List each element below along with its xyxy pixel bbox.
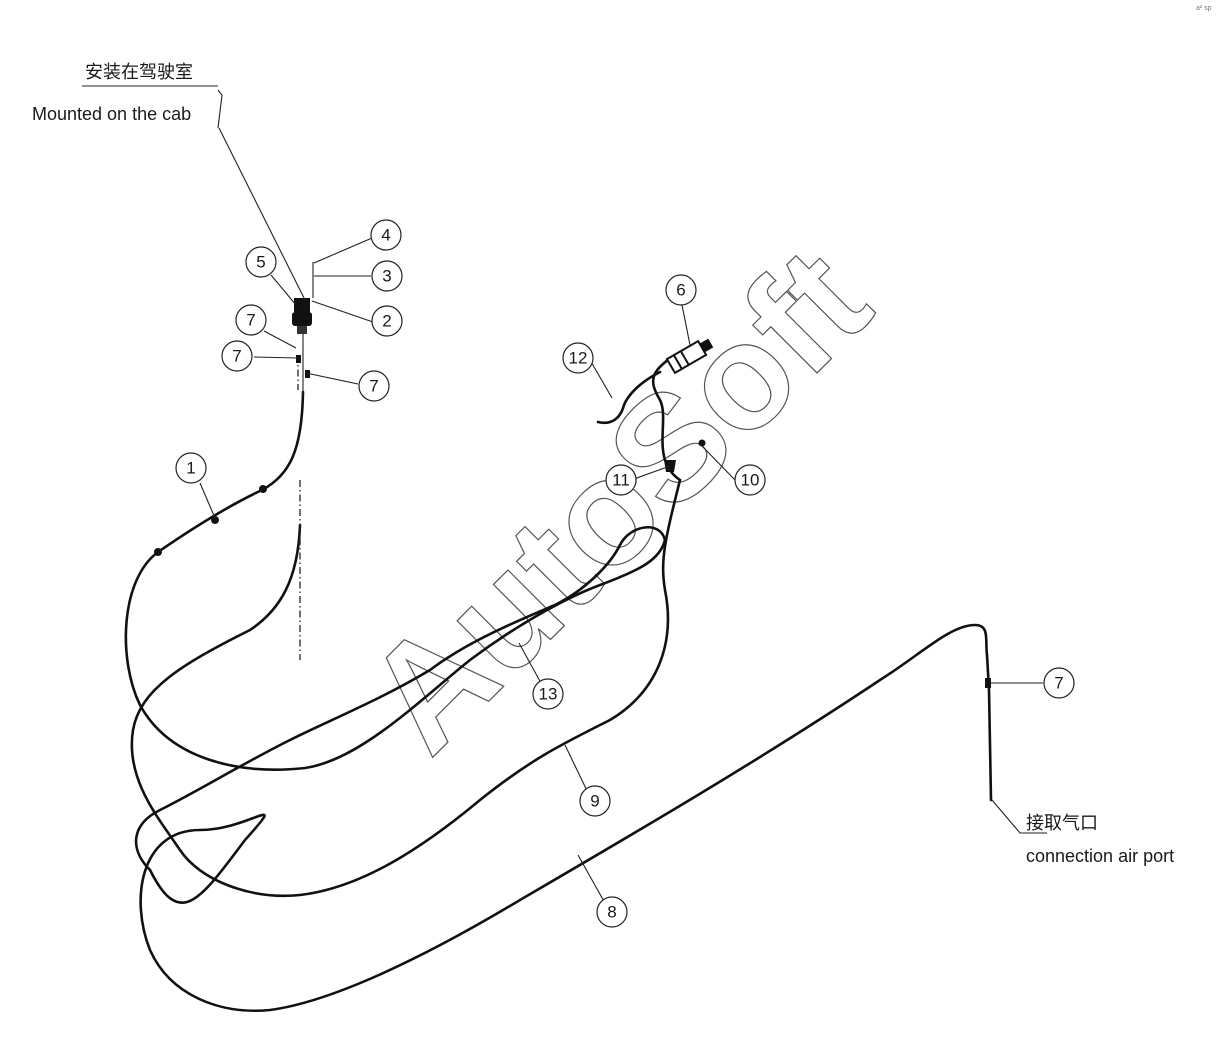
cab-label-en: Mounted on the cab — [32, 104, 191, 124]
svg-text:8: 8 — [607, 903, 616, 922]
balloon-4: 4 — [370, 219, 402, 251]
balloon-7c: 7 — [358, 370, 390, 402]
fitting-7d — [985, 678, 991, 688]
corner-mark: a² sp — [1196, 5, 1212, 12]
svg-text:4: 4 — [381, 226, 390, 245]
svg-text:12: 12 — [569, 349, 588, 368]
svg-text:13: 13 — [539, 685, 558, 704]
balloon-6: 6 — [665, 274, 697, 306]
centerline — [297, 355, 301, 660]
clip — [211, 516, 219, 524]
port-label-cn: 接取气口 — [1026, 813, 1098, 833]
cab-label-cn: 安装在驾驶室 — [85, 62, 193, 82]
pipe-12 — [596, 370, 662, 425]
cab-valve-assembly — [292, 262, 314, 395]
balloon-2: 2 — [371, 305, 403, 337]
svg-text:2: 2 — [382, 312, 391, 331]
svg-text:9: 9 — [590, 792, 599, 811]
balloon-3: 3 — [371, 260, 403, 292]
component-6-valve — [665, 338, 714, 375]
balloon-7d: 7 — [1043, 667, 1075, 699]
balloon-12: 12 — [562, 342, 594, 374]
hose-8 — [139, 623, 989, 1013]
balloon-9: 9 — [579, 785, 611, 817]
hose-11-6 — [651, 350, 682, 482]
balloon-13: 13 — [532, 678, 564, 710]
leader-lines — [199, 89, 1047, 913]
port-stub — [985, 653, 993, 802]
clip — [259, 485, 267, 493]
balloon-11: 11 — [605, 464, 637, 496]
svg-text:7: 7 — [369, 377, 378, 396]
svg-text:7: 7 — [232, 347, 241, 366]
balloon-8: 8 — [596, 896, 628, 928]
svg-text:7: 7 — [246, 311, 255, 330]
balloon-10: 10 — [734, 464, 766, 496]
svg-text:1: 1 — [186, 459, 195, 478]
balloon-1: 1 — [175, 452, 207, 484]
balloon-5: 5 — [245, 246, 277, 278]
hose-13 — [134, 525, 667, 872]
svg-text:3: 3 — [382, 267, 391, 286]
svg-text:5: 5 — [256, 253, 265, 272]
clip — [154, 548, 162, 556]
svg-text:6: 6 — [676, 281, 685, 300]
balloon-7a: 7 — [235, 304, 267, 336]
svg-text:11: 11 — [612, 471, 630, 490]
fitting-10 — [698, 439, 706, 447]
svg-text:7: 7 — [1054, 674, 1063, 693]
svg-text:10: 10 — [741, 471, 760, 490]
port-label-en: connection air port — [1026, 846, 1174, 866]
hose-9 — [130, 478, 682, 898]
watermark: AutoSoft — [334, 216, 900, 782]
balloon-7b: 7 — [221, 340, 253, 372]
